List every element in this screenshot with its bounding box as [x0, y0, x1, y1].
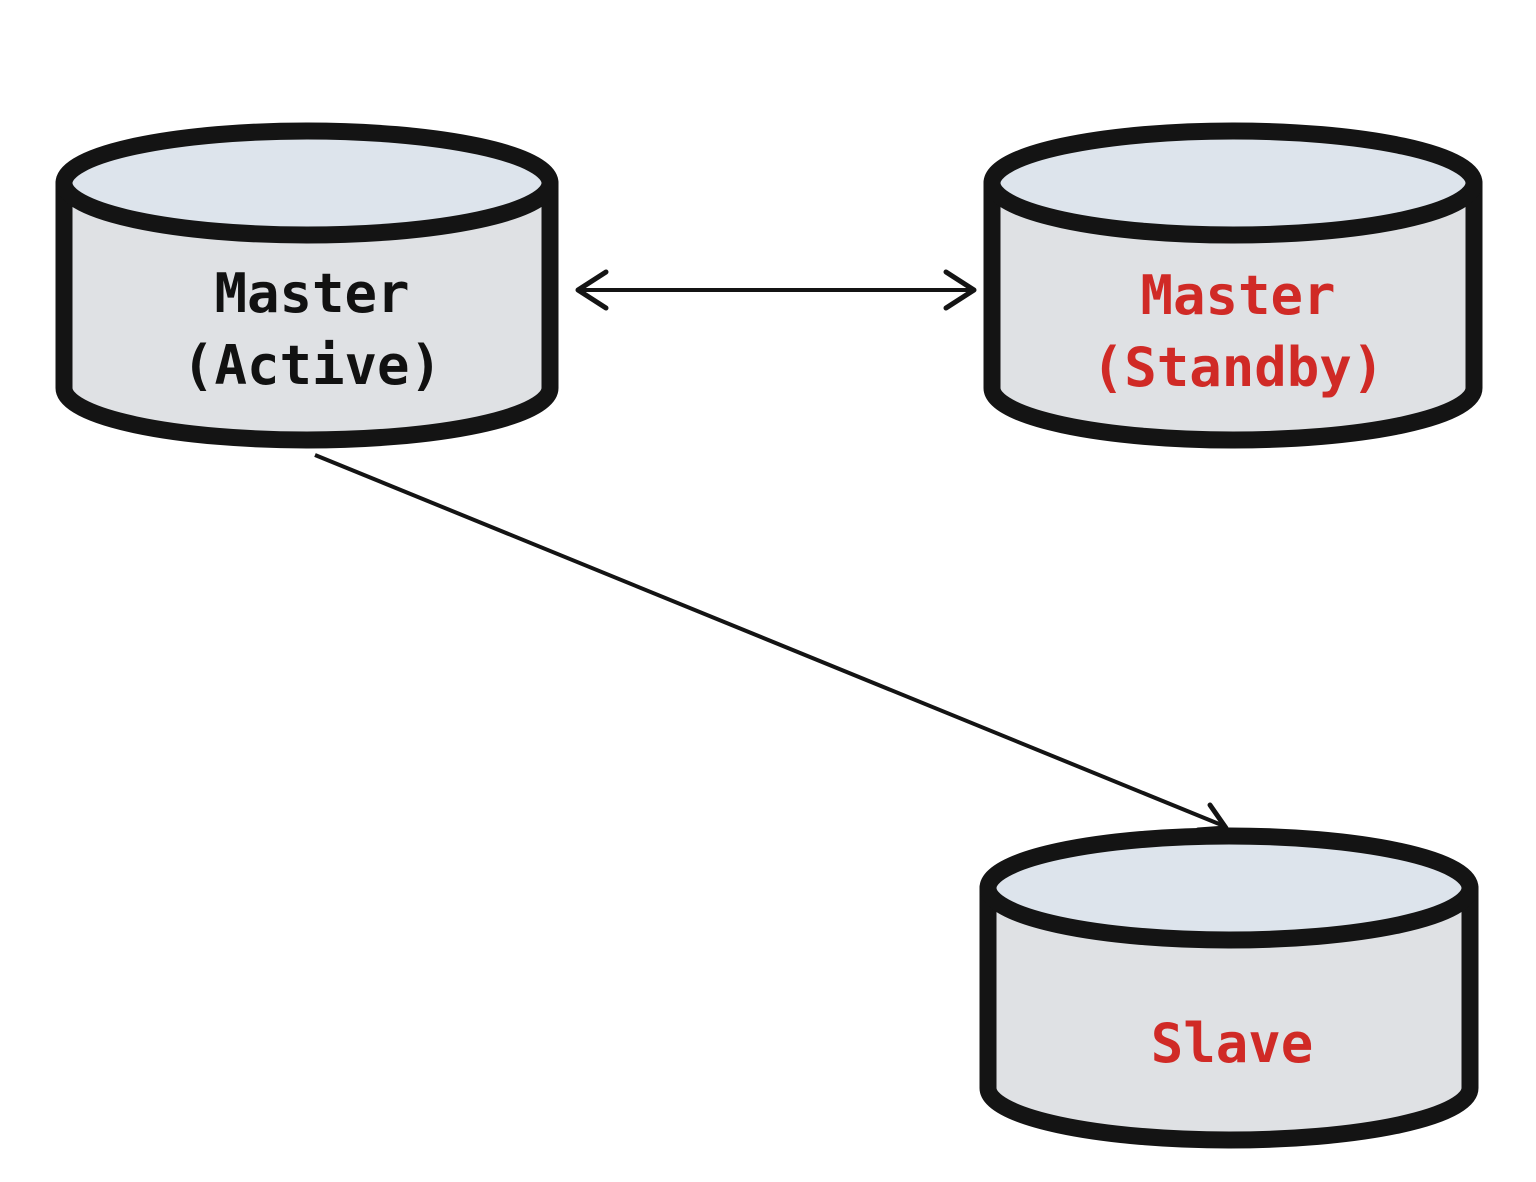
edge-active-slave-line [314, 453, 1225, 828]
node-master-standby: Master (Standby) [983, 122, 1483, 449]
arrowhead-left-icon [575, 269, 609, 311]
database-cylinder-icon [979, 827, 1479, 1149]
database-cylinder-icon [55, 122, 559, 449]
edge-active-slave [314, 453, 1229, 833]
edge-active-standby [575, 269, 977, 311]
node-master-active: Master (Active) [55, 122, 559, 449]
node-master-active-label-line2: (Active) [182, 334, 442, 397]
node-master-standby-label-line1: Master [1140, 264, 1335, 327]
database-cylinder-icon [983, 122, 1483, 449]
node-slave: Slave [979, 827, 1479, 1149]
node-master-active-label-line1: Master [214, 262, 409, 325]
arrowhead-right-icon [943, 269, 977, 311]
node-slave-label: Slave [1151, 1012, 1314, 1075]
node-master-standby-label-line2: (Standby) [1092, 336, 1385, 399]
